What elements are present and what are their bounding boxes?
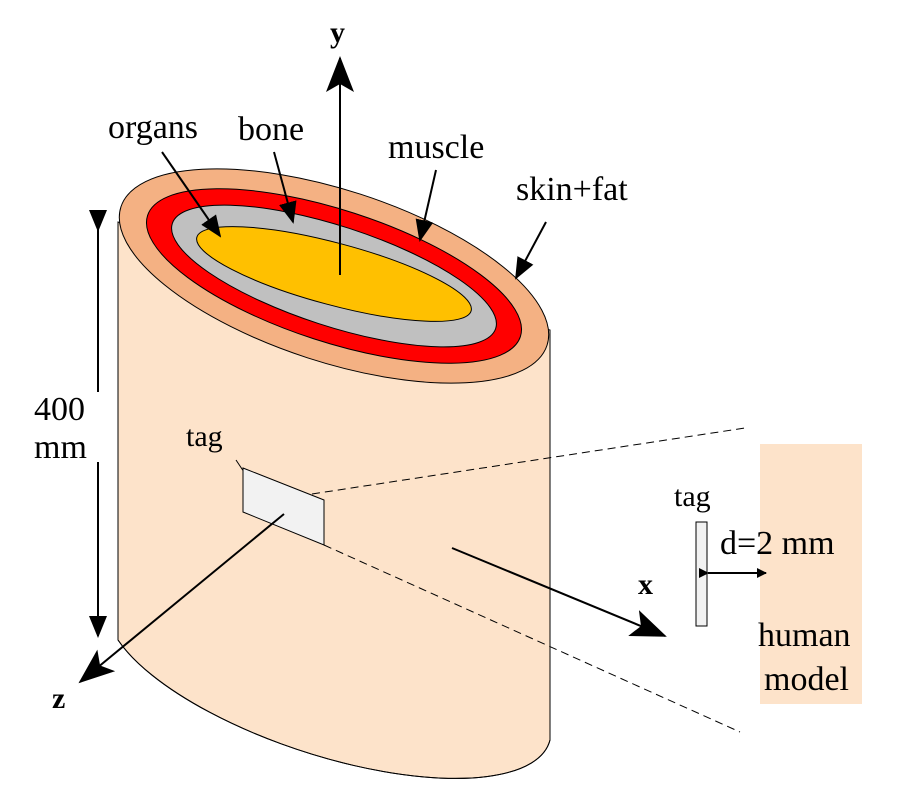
bone-label: bone	[238, 111, 304, 148]
z-axis-label: z	[52, 682, 65, 715]
zoom-line-top	[311, 427, 746, 495]
human-model-label-1: human	[758, 617, 851, 654]
z-axis-arrow	[78, 513, 285, 684]
human-model-block	[760, 444, 862, 704]
skin-fat-pointer	[515, 221, 547, 280]
y-axis-label: y	[330, 16, 345, 49]
bone-pointer	[273, 151, 297, 224]
muscle-label: muscle	[388, 129, 484, 166]
distance-label: d=2 mm	[720, 525, 835, 562]
muscle-pointer	[415, 169, 437, 242]
tag-detail	[695, 521, 708, 627]
x-axis-label: x	[638, 568, 653, 601]
skin-fat-label: skin+fat	[516, 171, 628, 208]
organs-layer	[196, 226, 472, 322]
x-axis-arrow	[451, 547, 667, 637]
human-model-label-2: model	[764, 661, 849, 698]
organs-label: organs	[108, 109, 198, 146]
tag-label: tag	[186, 420, 223, 453]
organs-pointer	[161, 151, 222, 238]
cylinder-bottom-edge	[117, 639, 551, 779]
height-unit: mm	[34, 429, 87, 466]
tag-detail-label: tag	[674, 480, 711, 513]
height-value: 400	[34, 391, 85, 428]
zoom-line-bottom	[323, 544, 741, 733]
